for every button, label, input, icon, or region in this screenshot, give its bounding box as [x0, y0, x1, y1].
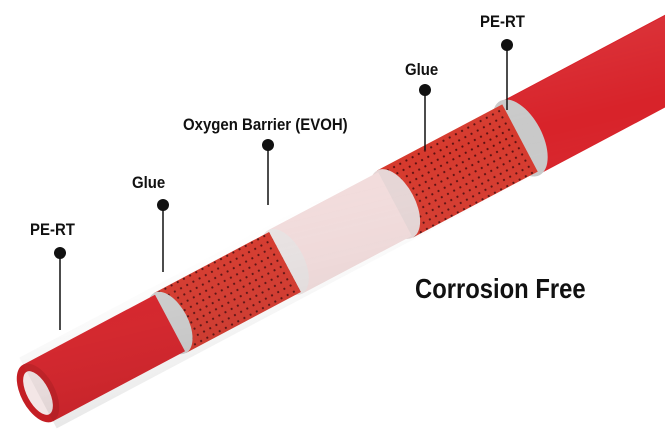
label-glue-inner: Glue: [132, 173, 166, 192]
label-oxygen-barrier: Oxygen Barrier (EVOH): [183, 115, 348, 134]
label-pe-rt-inner: PE-RT: [30, 220, 75, 239]
tagline: Corrosion Free: [415, 273, 586, 304]
pointer-lines: [59, 45, 508, 330]
pipe-shading: [19, 15, 665, 429]
label-pe-rt-outer: PE-RT: [480, 12, 525, 31]
pointer-dots: [54, 39, 513, 259]
label-glue-outer: Glue: [405, 60, 439, 79]
